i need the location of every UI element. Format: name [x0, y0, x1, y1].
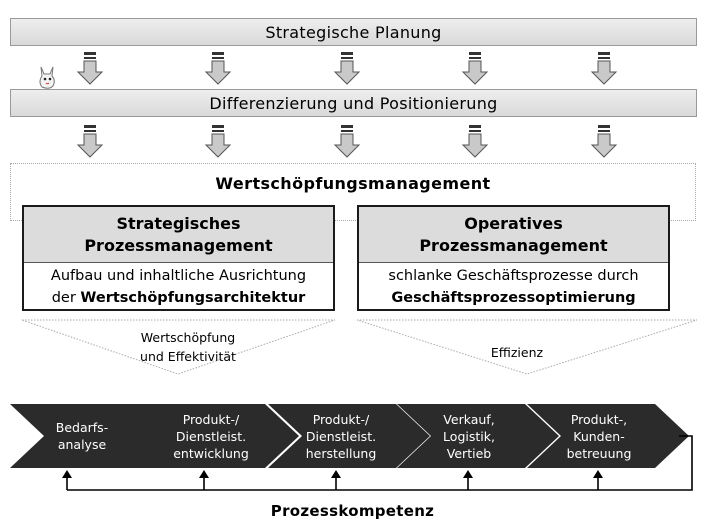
strategic-body-line1: Aufbau und inhaltliche Ausrichtung	[50, 267, 307, 284]
chain-step-shape	[10, 404, 172, 468]
chain-step-label: Produkt-/ Dienstleist. entwicklung	[156, 411, 266, 462]
operative-process-header: Operatives Prozessmanagement	[359, 207, 668, 263]
strategic-process-box: Strategisches Prozessmanagement Aufbau u…	[22, 205, 335, 311]
chain-step-label: Bedarfs- analyse	[27, 419, 137, 453]
down-arrow-icon	[76, 52, 104, 85]
chain-step-label: Produkt-, Kunden- betreuung	[544, 411, 654, 462]
operative-body-bold: Geschäftsprozessoptimierung	[391, 289, 636, 306]
effectiveness-label: Wertschöpfung und Effektivität	[108, 328, 268, 366]
down-arrow-icon	[333, 125, 361, 158]
value-management-title: Wertschöpfungsmanagement	[215, 174, 491, 193]
efficiency-triangle	[356, 319, 698, 375]
step-line2: Kunden-	[573, 429, 625, 444]
strategic-planning-label: Strategische Planung	[265, 22, 442, 42]
chain-step-label: Verkauf, Logistik, Vertieb	[414, 411, 524, 462]
differentiation-label: Differenzierung und Positionierung	[209, 93, 498, 113]
chain-step-shape	[527, 404, 689, 468]
down-arrow-icon	[333, 52, 361, 85]
effectiveness-line2: und Effektivität	[140, 349, 236, 364]
step-line2: Logistik,	[443, 429, 495, 444]
up-arrow-icon	[463, 470, 473, 478]
step-line3: Vertieb	[446, 446, 492, 461]
step-line3: herstellung	[305, 446, 377, 461]
down-arrow-icon	[461, 125, 489, 158]
down-arrow-icon	[590, 52, 618, 85]
down-arrow-icon	[204, 52, 232, 85]
chain-step-shape	[397, 404, 559, 468]
step-line2: Dienstleist.	[175, 429, 247, 444]
strategic-title-line1: Strategisches	[116, 213, 241, 233]
up-arrow-icon	[62, 470, 72, 478]
process-competence-label: Prozesskompetenz	[270, 502, 435, 520]
step-line1: Produkt-/	[182, 412, 240, 427]
value-management-frame	[10, 163, 696, 221]
up-arrow-icon	[199, 470, 209, 478]
strategic-body-line2: der Wertschöpfungsarchitektur	[52, 287, 306, 309]
operative-process-box: Operatives Prozessmanagement schlanke Ge…	[357, 205, 670, 311]
strategic-title-line2: Prozessmanagement	[84, 235, 273, 255]
chain-step-shape	[268, 404, 430, 468]
strategic-process-body: Aufbau und inhaltliche Ausrichtung der W…	[24, 263, 333, 310]
step-line2: analyse	[57, 437, 107, 452]
strategic-planning-band: Strategische Planung	[10, 18, 697, 46]
strategic-body-prefix: der	[51, 289, 81, 306]
operative-title-line2: Prozessmanagement	[419, 235, 608, 255]
value-chain	[10, 404, 693, 491]
up-arrow-icon	[331, 470, 341, 478]
mascot-icon	[39, 66, 55, 89]
efficiency-label: Effizienz	[490, 345, 544, 360]
chain-step-shape	[137, 404, 299, 468]
operative-title-line1: Operatives	[464, 213, 563, 233]
feedback-loop-line	[67, 435, 693, 491]
strategic-body-bold: Wertschöpfungsarchitektur	[80, 289, 306, 306]
outcome-triangles	[21, 319, 698, 375]
step-line1: Bedarfs-	[55, 420, 109, 435]
step-line2: Dienstleist.	[305, 429, 377, 444]
step-line3: betreuung	[566, 446, 632, 461]
down-arrow-icon	[590, 125, 618, 158]
up-arrow-icon	[593, 470, 603, 478]
effectiveness-line1: Wertschöpfung	[140, 330, 236, 345]
operative-process-body: schlanke Geschäftsprozesse durch Geschäf…	[359, 263, 668, 310]
chain-step-label: Produkt-/ Dienstleist. herstellung	[286, 411, 396, 462]
down-arrow-icon	[204, 125, 232, 158]
step-line3: entwicklung	[173, 446, 249, 461]
operative-body-line1: schlanke Geschäftsprozesse durch	[388, 267, 639, 284]
strategic-process-header: Strategisches Prozessmanagement	[24, 207, 333, 263]
step-line1: Produkt-,	[570, 412, 628, 427]
down-arrow-icon	[76, 125, 104, 158]
step-line1: Produkt-/	[312, 412, 370, 427]
differentiation-band: Differenzierung und Positionierung	[10, 89, 697, 117]
step-line1: Verkauf,	[443, 412, 495, 427]
down-arrow-icon	[461, 52, 489, 85]
effectiveness-triangle	[21, 319, 336, 375]
